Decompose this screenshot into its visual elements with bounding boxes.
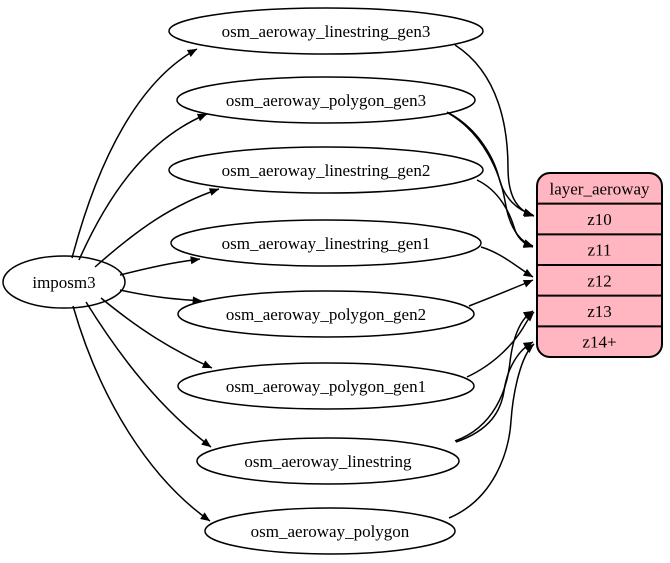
node-osm_aeroway_linestring_gen3: osm_aeroway_linestring_gen3 xyxy=(168,7,484,55)
node-label-osm_aeroway_polygon_gen3: osm_aeroway_polygon_gen3 xyxy=(226,91,426,110)
edge-imposm3-to-osm_aeroway_linestring_gen3 xyxy=(71,48,198,259)
edge-imposm3-to-osm_aeroway_polygon_gen3 xyxy=(78,113,208,261)
record-row-label-z13: z13 xyxy=(587,302,612,321)
node-ellipse-osm_aeroway_polygon_gen2 xyxy=(177,290,475,338)
node-osm_aeroway_linestring_gen1: osm_aeroway_linestring_gen1 xyxy=(170,219,482,267)
node-label-osm_aeroway_polygon_gen2: osm_aeroway_polygon_gen2 xyxy=(226,305,426,324)
edge-osm_aeroway_polygon_gen2-to-z12 xyxy=(468,279,534,307)
edge-osm_aeroway_polygon_gen3-to-z10 xyxy=(446,111,534,217)
node-label-imposm3: imposm3 xyxy=(32,273,95,292)
node-ellipse-osm_aeroway_linestring_gen2 xyxy=(168,146,484,194)
node-ellipse-osm_aeroway_polygon_gen3 xyxy=(176,76,476,124)
edge-osm_aeroway_polygon-to-z14+ xyxy=(448,343,535,519)
edge-imposm3-to-osm_aeroway_polygon_gen2 xyxy=(119,289,203,305)
node-label-osm_aeroway_polygon: osm_aeroway_polygon xyxy=(251,522,410,541)
record-node-layer_aeroway: layer_aeroway z10 z11 z12 z13 z14+ xyxy=(536,172,663,359)
edge-osm_aeroway_linestring_gen1-to-z12 xyxy=(480,246,534,278)
record-header-label: layer_aeroway xyxy=(549,179,650,198)
node-osm_aeroway_linestring_gen2: osm_aeroway_linestring_gen2 xyxy=(168,146,484,194)
node-osm_aeroway_linestring: osm_aeroway_linestring xyxy=(196,437,460,485)
edge-osm_aeroway_polygon_gen3-to-z11 xyxy=(447,112,534,247)
node-osm_aeroway_polygon_gen2: osm_aeroway_polygon_gen2 xyxy=(177,290,475,338)
edge-osm_aeroway_linestring-to-z13 xyxy=(454,310,534,442)
edge-imposm3-to-osm_aeroway_polygon_gen1 xyxy=(100,297,213,369)
edge-osm_aeroway_linestring_gen3-to-z10 xyxy=(454,44,535,217)
edge-osm_aeroway_linestring_gen2-to-z11 xyxy=(476,179,534,248)
record-row-label-z14+: z14+ xyxy=(582,333,616,352)
edge-imposm3-to-osm_aeroway_linestring_gen2 xyxy=(94,188,220,268)
node-label-osm_aeroway_linestring_gen1: osm_aeroway_linestring_gen1 xyxy=(222,234,431,253)
record-row-label-z10: z10 xyxy=(587,210,612,229)
edge-imposm3-to-osm_aeroway_linestring_gen1 xyxy=(119,256,201,276)
edge-osm_aeroway_polygon_gen1-to-z13 xyxy=(466,311,535,378)
node-ellipse-imposm3 xyxy=(2,255,126,309)
edge-osm_aeroway_linestring-to-z14+ xyxy=(455,341,534,443)
node-label-osm_aeroway_polygon_gen1: osm_aeroway_polygon_gen1 xyxy=(226,377,426,396)
edge-imposm3-to-osm_aeroway_linestring xyxy=(85,301,212,448)
node-osm_aeroway_polygon_gen1: osm_aeroway_polygon_gen1 xyxy=(177,362,475,410)
node-imposm3: imposm3 xyxy=(2,255,126,309)
record-row-label-z11: z11 xyxy=(588,241,612,260)
node-ellipse-osm_aeroway_polygon xyxy=(204,507,456,555)
record-row-label-z12: z12 xyxy=(587,271,612,290)
node-label-osm_aeroway_linestring_gen3: osm_aeroway_linestring_gen3 xyxy=(222,22,431,41)
node-label-osm_aeroway_linestring: osm_aeroway_linestring xyxy=(244,452,412,471)
node-ellipse-osm_aeroway_polygon_gen1 xyxy=(177,362,475,410)
node-osm_aeroway_polygon_gen3: osm_aeroway_polygon_gen3 xyxy=(176,76,476,124)
node-ellipse-osm_aeroway_linestring_gen1 xyxy=(170,219,482,267)
node-osm_aeroway_polygon: osm_aeroway_polygon xyxy=(204,507,456,555)
node-label-osm_aeroway_linestring_gen2: osm_aeroway_linestring_gen2 xyxy=(222,161,431,180)
edge-imposm3-to-osm_aeroway_polygon xyxy=(72,305,211,522)
node-ellipse-osm_aeroway_linestring xyxy=(196,437,460,485)
node-ellipse-osm_aeroway_linestring_gen3 xyxy=(168,7,484,55)
